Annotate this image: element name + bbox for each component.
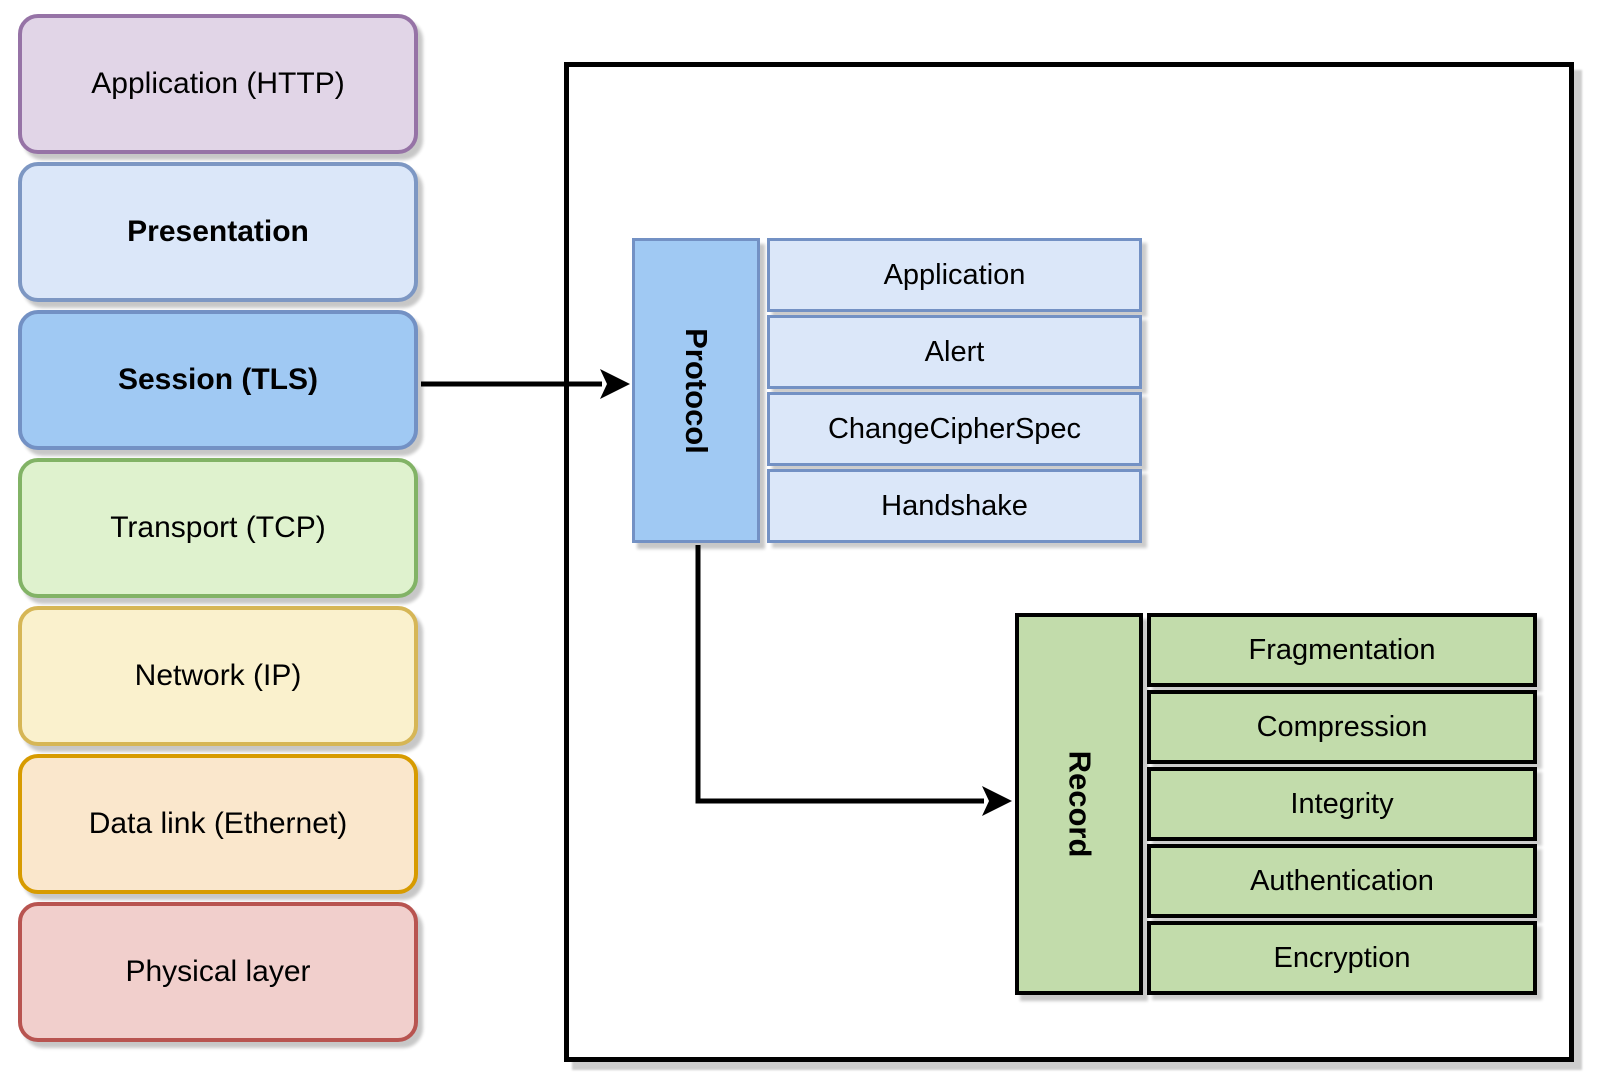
record-row-integrity-label: Integrity — [1290, 787, 1394, 820]
osi-layer-datalink-label: Data link (Ethernet) — [88, 807, 348, 840]
record-row-authentication: Authentication — [1147, 844, 1537, 918]
record-row-encryption: Encryption — [1147, 921, 1537, 995]
osi-layer-physical-label: Physical layer — [125, 955, 311, 988]
protocol-row-alert-label: Alert — [924, 335, 985, 368]
record-header-label: Record — [1062, 750, 1097, 858]
osi-layer-application-label: Application (HTTP) — [91, 67, 345, 100]
osi-stack: Application (HTTP) Presentation Session … — [18, 14, 418, 1042]
protocol-row-changecipherspec: ChangeCipherSpec — [767, 392, 1142, 466]
protocol-row-alert: Alert — [767, 315, 1142, 389]
protocol-row-application-label: Application — [883, 258, 1026, 291]
record-header: Record — [1015, 613, 1143, 995]
osi-layer-network: Network (IP) — [18, 606, 418, 746]
osi-layer-datalink: Data link (Ethernet) — [18, 754, 418, 894]
osi-layer-transport: Transport (TCP) — [18, 458, 418, 598]
record-row-fragmentation-label: Fragmentation — [1248, 633, 1436, 666]
record-row-integrity: Integrity — [1147, 767, 1537, 841]
osi-layer-presentation: Presentation — [18, 162, 418, 302]
osi-layer-session: Session (TLS) — [18, 310, 418, 450]
osi-layer-session-label: Session (TLS) — [117, 363, 319, 396]
record-row-encryption-label: Encryption — [1273, 941, 1411, 974]
record-row-compression: Compression — [1147, 690, 1537, 764]
osi-layer-application: Application (HTTP) — [18, 14, 418, 154]
record-rows: Fragmentation Compression Integrity Auth… — [1147, 613, 1537, 995]
record-row-authentication-label: Authentication — [1250, 864, 1434, 897]
protocol-rows: Application Alert ChangeCipherSpec Hands… — [767, 238, 1142, 543]
osi-layer-transport-label: Transport (TCP) — [110, 511, 326, 544]
record-row-compression-label: Compression — [1256, 710, 1428, 743]
protocol-header: Protocol — [632, 238, 760, 543]
record-row-fragmentation: Fragmentation — [1147, 613, 1537, 687]
osi-layer-network-label: Network (IP) — [134, 659, 302, 692]
osi-layer-physical: Physical layer — [18, 902, 418, 1042]
osi-layer-presentation-label: Presentation — [127, 215, 309, 248]
protocol-row-handshake-label: Handshake — [881, 489, 1028, 522]
protocol-row-handshake: Handshake — [767, 469, 1142, 543]
protocol-row-changecipherspec-label: ChangeCipherSpec — [827, 412, 1082, 445]
protocol-row-application: Application — [767, 238, 1142, 312]
protocol-header-label: Protocol — [679, 327, 715, 454]
